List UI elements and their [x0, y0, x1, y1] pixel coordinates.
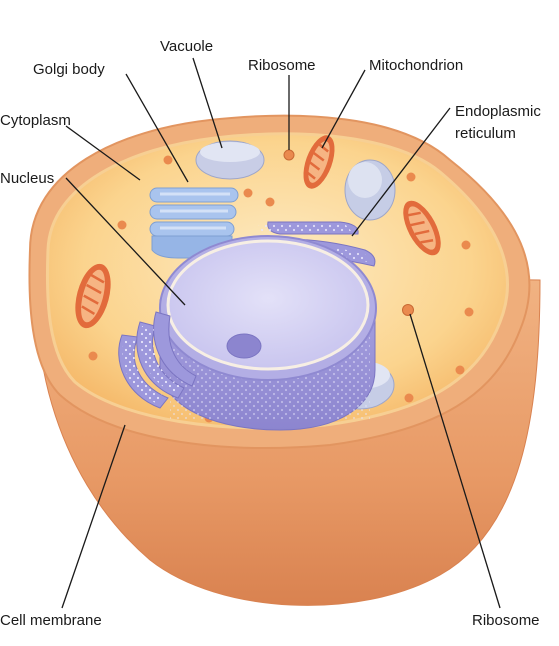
leader-cell-membrane [61, 424, 126, 609]
leader-mitochondrion [321, 69, 366, 149]
vacuole-right [344, 159, 396, 221]
leader-nucleus [65, 177, 186, 306]
leader-vacuole [192, 57, 223, 149]
vacuole-top [195, 140, 265, 180]
ribosome-dots [88, 149, 474, 423]
label-ribosome-bottom: Ribosome [472, 612, 540, 629]
label-ribosome-top: Ribosome [248, 57, 316, 74]
mitochondrion-left [75, 263, 111, 329]
label-golgi-body: Golgi body [33, 61, 105, 78]
label-mitochondrion: Mitochondrion [369, 57, 463, 74]
label-endoplasmic: Endoplasmic [455, 103, 541, 120]
label-cytoplasm: Cytoplasm [0, 112, 71, 129]
leader-golgi [125, 73, 189, 183]
mitochondrion-top [303, 135, 335, 189]
leader-ribosome-bottom [409, 313, 501, 609]
label-cell-membrane: Cell membrane [0, 612, 102, 629]
label-vacuole: Vacuole [160, 38, 213, 55]
leader-lines [61, 57, 501, 609]
labels: Vacuole Golgi body Ribosome Mitochondrio… [0, 38, 541, 629]
leader-cytoplasm [65, 125, 141, 181]
label-nucleus: Nucleus [0, 170, 54, 187]
nucleus-shape [159, 235, 377, 431]
mitochondrion-right [403, 200, 441, 256]
label-reticulum: reticulum [455, 125, 516, 142]
rough-er-left [118, 311, 197, 409]
leader-er [351, 107, 451, 237]
